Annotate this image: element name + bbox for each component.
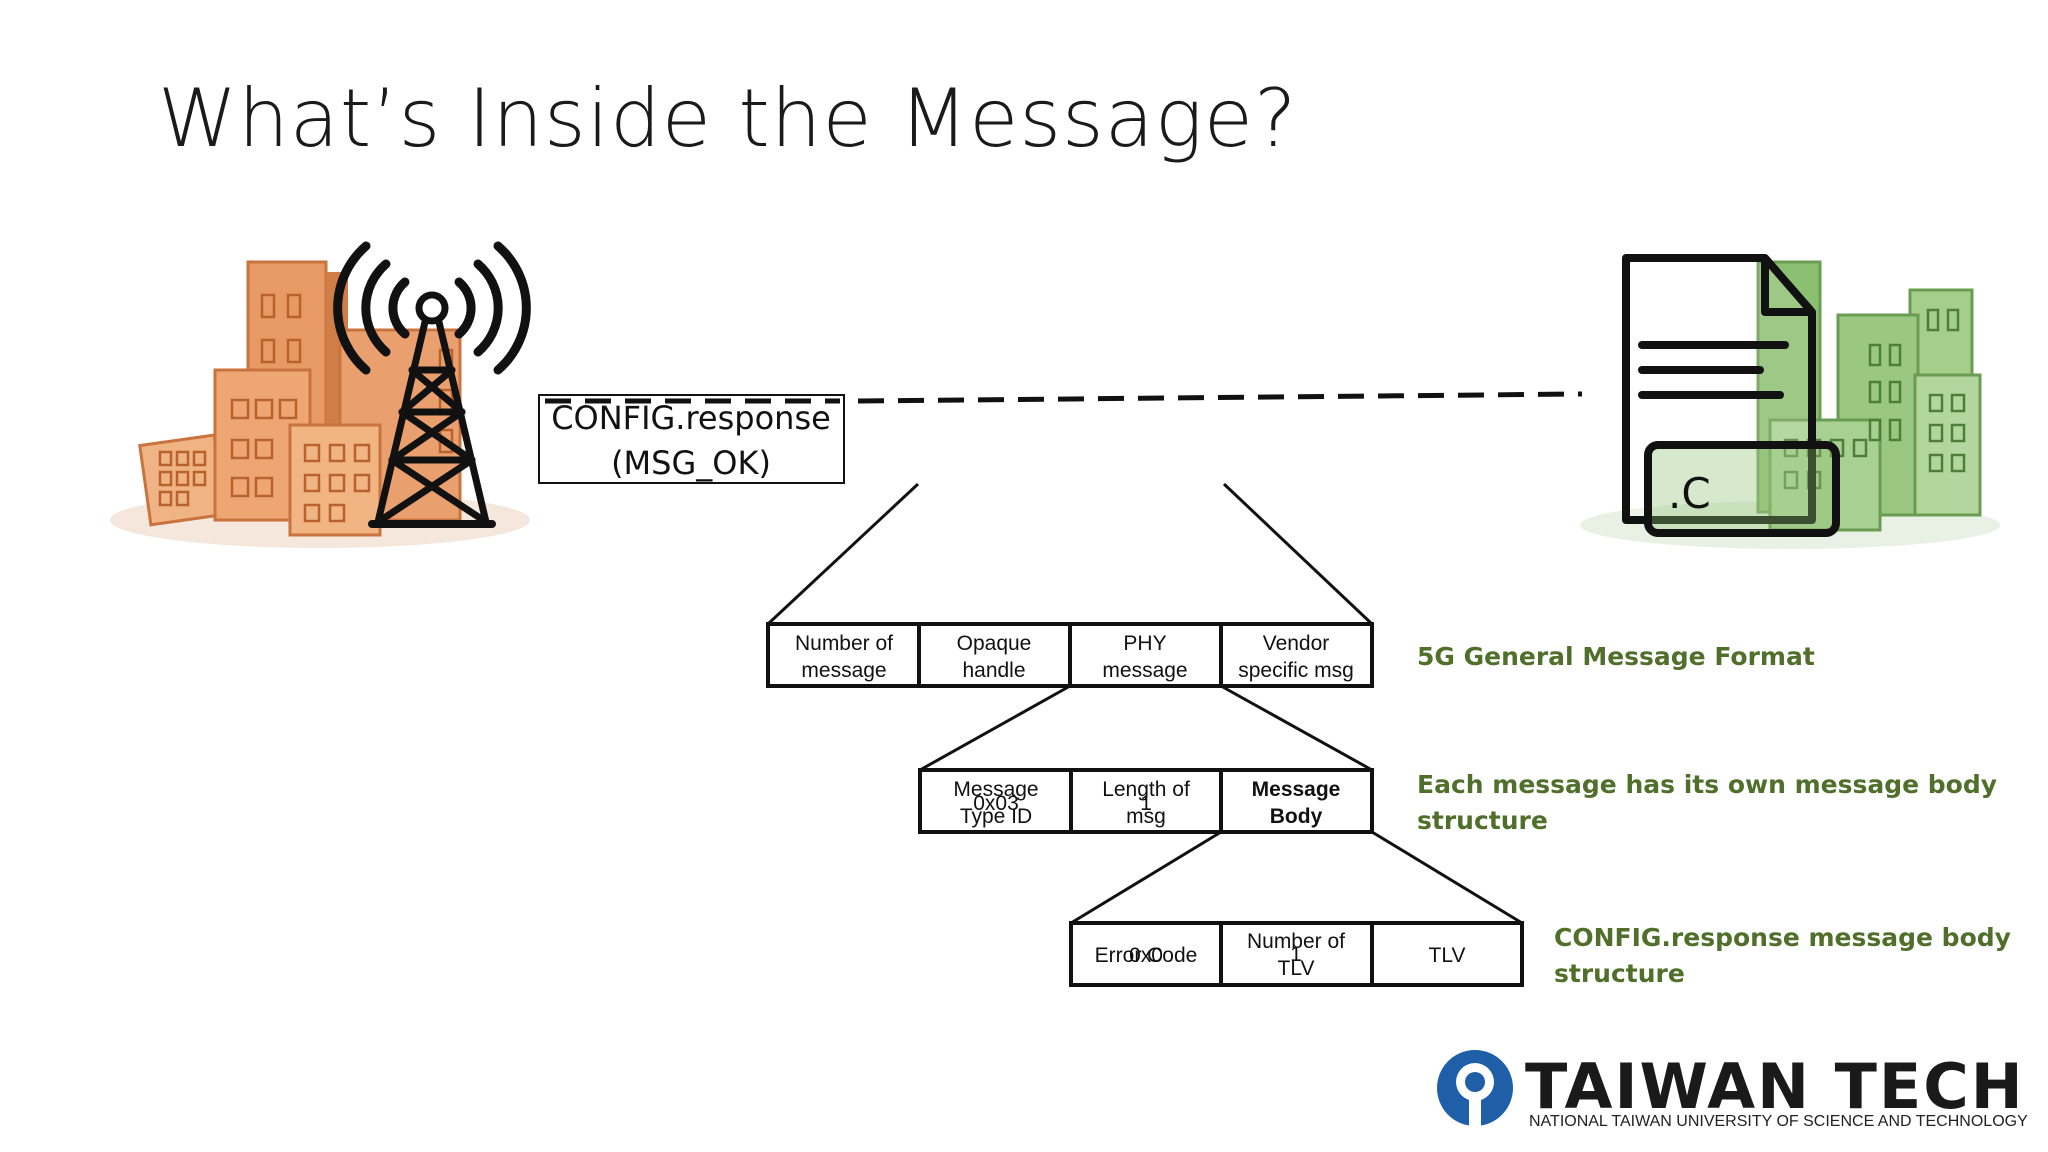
message-box: CONFIG.response (MSG_OK) [538,394,845,484]
controller-illustration: .C [1580,254,2000,549]
cell-message-type-id-value: 0x03 [973,792,1019,815]
building-front [288,423,382,537]
base-station-illustration [110,241,531,548]
antenna-tower-icon [368,291,496,528]
signal-waves-icon [333,241,531,375]
message-status: (MSG_OK) [611,444,771,482]
general-format-note: 5G General Message Format [1417,642,1815,671]
body-structure-note-line1: CONFIG.response message body [1554,923,2011,952]
cell-number-of-tlv-value: 1 [1290,943,1302,966]
cell-error-code-value: 0x0 [1129,944,1163,967]
cell-vendor-specific-line2: specific msg [1238,659,1354,682]
cell-phy-message-line1: PHY [1123,632,1166,655]
zoom-lines-level-1 [766,482,1374,626]
cell-length-of-msg-line1: Length of [1102,778,1190,801]
zoom-lines-level-2 [919,684,1373,772]
cell-length-of-msg-value: 1 [1140,792,1152,815]
cell-length-of-msg-line2: msg [1126,805,1166,828]
message-structure-note-line2: structure [1417,806,1548,835]
cell-opaque-handle-line1: Opaque [957,632,1032,655]
body-structure-note-line2: structure [1554,959,1685,988]
building-windows [158,293,454,523]
body-structure-row: Error Code 0x0 Number of TLV 1 TLV [1069,921,1524,987]
green-building-front [1768,418,1882,532]
connection-dashed-line [545,391,1583,404]
cell-number-of-tlv-line1: Number of [1247,930,1345,953]
message-name: CONFIG.response [551,399,831,437]
cell-opaque-handle-line2: handle [962,659,1025,682]
green-building-right [1913,373,1982,517]
cell-message-body-line2: Body [1270,805,1323,828]
cell-message-type-id-line1: Message [953,778,1038,801]
cell-message-body-line1: Message [1252,778,1341,801]
cell-number-of-message-line2: message [801,659,886,682]
message-structure-note-line1: Each message has its own message body [1417,770,1997,799]
logo-name: TAIWAN TECH [1525,1050,2025,1123]
taiwan-tech-emblem-icon [1437,1037,1513,1128]
logo-subtitle: NATIONAL TAIWAN UNIVERSITY OF SCIENCE AN… [1529,1113,2028,1130]
cell-number-of-message-line1: Number of [795,632,893,655]
general-format-row: Number of message Opaque handle PHY mess… [766,622,1374,688]
cell-message-type-id-line2: Type ID [960,805,1032,828]
zoom-lines-level-3 [1070,830,1523,925]
taiwan-tech-logo: TAIWAN TECH NATIONAL TAIWAN UNIVERSITY O… [1437,1037,2028,1130]
message-structure-row: Message Type ID 0x03 Length of msg 1 Mes… [918,768,1374,834]
cell-error-code: Error Code [1095,944,1198,967]
cell-phy-message-line2: message [1102,659,1187,682]
c-file-icon: .C [1622,254,1840,537]
slide-title: What’s Inside the Message? [158,72,1298,165]
cell-tlv: TLV [1429,944,1466,967]
building-left [138,433,227,527]
c-file-extension: .C [1668,469,1711,518]
cell-vendor-specific-line1: Vendor [1263,632,1330,655]
cell-number-of-tlv-line2: TLV [1278,957,1315,980]
